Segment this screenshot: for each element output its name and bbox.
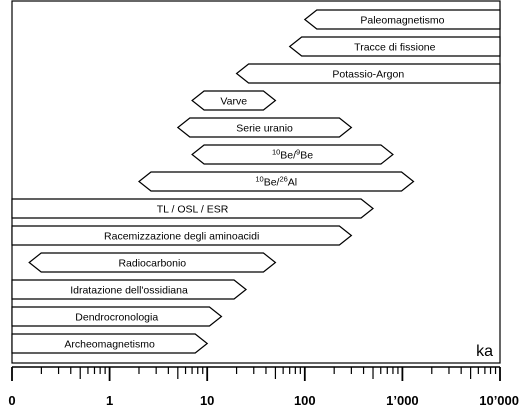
bar-potassio-argon: [235, 63, 501, 84]
bar-label-radiocarbonio: Radiocarbonio: [118, 257, 186, 269]
bar-racemizzazione-degli-aminoacidi: [11, 225, 353, 246]
bar-label-10be-9be: 10Be/9Be: [272, 147, 313, 162]
bar-label-tracce-di-fissione: Tracce di fissione: [354, 41, 435, 53]
tick-label: 100: [294, 393, 316, 408]
bar-label-archeomagnetismo: Archeomagnetismo: [64, 338, 155, 350]
bar-tl-osl-esr: [11, 198, 374, 219]
bar-label-racemizzazione-degli-aminoacidi: Racemizzazione degli aminoacidi: [104, 230, 259, 242]
bar-label-idratazione-dell-ossidiana: Idratazione dell'ossidiana: [70, 284, 188, 296]
bar-radiocarbonio: [28, 252, 277, 273]
bar-label-paleomagnetismo: Paleomagnetismo: [360, 14, 444, 26]
bar-label-10be-26al: 10Be/26Al: [255, 174, 297, 189]
bar-serie-uranio: [176, 117, 353, 138]
x-unit-label: ka: [476, 343, 493, 360]
tick-label: 10’000: [479, 393, 519, 408]
tick-label: 1: [106, 393, 113, 408]
bar-10be-26al: [138, 171, 415, 192]
bar-idratazione-dell-ossidiana: [11, 279, 248, 300]
bar-varve: [191, 90, 277, 111]
bar-paleomagnetismo: [303, 9, 501, 30]
bar-label-potassio-argon: Potassio-Argon: [332, 68, 404, 80]
x-axis-ticks: [11, 367, 501, 381]
bar-label-varve: Varve: [220, 95, 247, 107]
tick-label: 0: [8, 393, 15, 408]
bar-tracce-di-fissione: [288, 36, 501, 57]
bar-archeomagnetismo: [11, 333, 209, 354]
bar-10be-9be: [191, 144, 394, 165]
tick-label: 10: [200, 393, 214, 408]
x-axis-tick-labels: 0 1 10 100 1’000 10’000: [8, 393, 519, 408]
bar-dendrocronologia: [11, 306, 223, 327]
tick-label: 1’000: [386, 393, 419, 408]
bar-label-dendrocronologia: Dendrocronologia: [75, 311, 158, 323]
bar-label-serie-uranio: Serie uranio: [236, 122, 293, 134]
bar-label-tl-osl-esr: TL / OSL / ESR: [157, 203, 229, 215]
